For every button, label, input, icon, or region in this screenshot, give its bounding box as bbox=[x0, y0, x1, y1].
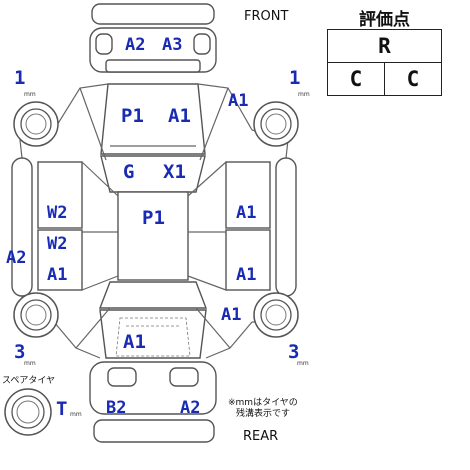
tire-front-left-value: 1 bbox=[14, 67, 25, 89]
code-right-rear-door: A1 bbox=[236, 265, 256, 285]
tire-front-right-value: 1 bbox=[289, 67, 300, 89]
spare-tire-unit: mm bbox=[70, 411, 82, 418]
spare-tire-icon bbox=[4, 388, 52, 436]
windshield-panel bbox=[100, 155, 206, 193]
code-trunk: A1 bbox=[123, 331, 146, 353]
exterior-grade: C bbox=[384, 62, 442, 96]
tire-rear-left-value: 3 bbox=[14, 341, 25, 363]
tire-front-right-icon bbox=[253, 101, 299, 147]
right-door-d-line bbox=[187, 275, 227, 291]
code-left-front-door: W2 bbox=[47, 203, 67, 223]
right-door-c-line bbox=[187, 161, 227, 197]
tire-rear-right-unit: mm bbox=[297, 360, 309, 367]
front-grille bbox=[105, 59, 201, 73]
tire-front-left-unit: mm bbox=[24, 91, 36, 98]
left-rocker-strip bbox=[11, 157, 33, 297]
rear-left-lamp bbox=[107, 367, 137, 387]
overall-grade: R bbox=[327, 29, 442, 63]
left-a-pillar-line bbox=[79, 87, 107, 161]
front-top-strip bbox=[91, 3, 215, 25]
front-left-lamp bbox=[95, 33, 113, 55]
trunk-dashed-outline bbox=[115, 317, 191, 357]
hood-panel bbox=[100, 83, 206, 155]
left-door-c-line bbox=[81, 161, 119, 197]
rating-table: R C C bbox=[327, 29, 442, 96]
code-right-rear-fender: A1 bbox=[221, 305, 241, 325]
tire-rear-right-icon bbox=[253, 292, 299, 338]
rear-label: REAR bbox=[243, 429, 278, 444]
roof-panel bbox=[117, 191, 189, 281]
code-front-bumper-2: A3 bbox=[162, 35, 182, 55]
code-windshield: G bbox=[123, 161, 134, 183]
code-right-front-door: A1 bbox=[236, 203, 256, 223]
mm-note-line-1: ※mmはタイヤの bbox=[228, 397, 298, 408]
left-door-d-line bbox=[81, 275, 119, 291]
code-cowl: X1 bbox=[163, 161, 186, 183]
tire-front-right-unit: mm bbox=[298, 91, 310, 98]
tire-rear-left-unit: mm bbox=[24, 360, 36, 367]
rear-bottom-strip bbox=[93, 419, 215, 443]
rear-right-lamp bbox=[169, 367, 199, 387]
spare-tire-value: T bbox=[56, 398, 67, 420]
code-left-rear-door-1: W2 bbox=[47, 234, 67, 254]
left-rear-door bbox=[37, 229, 83, 291]
code-hood-1: P1 bbox=[121, 105, 144, 127]
front-label: FRONT bbox=[244, 9, 288, 24]
code-front-bumper-1: A2 bbox=[125, 35, 145, 55]
code-left-rocker: A2 bbox=[6, 248, 26, 268]
spare-tire-label: スペアタイヤ bbox=[2, 375, 55, 386]
code-front-right-fender: A1 bbox=[228, 91, 248, 111]
right-front-door bbox=[225, 161, 271, 229]
interior-grade: C bbox=[327, 62, 385, 96]
right-rocker-strip bbox=[275, 157, 297, 297]
front-right-lamp bbox=[193, 33, 211, 55]
right-a-pillar-line bbox=[199, 87, 229, 161]
code-hood-2: A1 bbox=[168, 105, 191, 127]
code-left-rear-door-2: A1 bbox=[47, 265, 67, 285]
code-rear-bumper-2: A2 bbox=[180, 398, 200, 418]
tire-rear-left-icon bbox=[13, 292, 59, 338]
mm-note-line-2: 残溝表示です bbox=[236, 407, 290, 419]
tire-rear-right-value: 3 bbox=[288, 341, 299, 363]
trunk-panel bbox=[99, 309, 207, 359]
rating-title: 評価点 bbox=[359, 10, 410, 30]
rear-glass-panel bbox=[98, 281, 208, 309]
left-front-door bbox=[37, 161, 83, 229]
right-rear-door bbox=[225, 229, 271, 291]
code-roof: P1 bbox=[142, 207, 165, 229]
code-rear-bumper-1: B2 bbox=[106, 398, 126, 418]
tire-front-left-icon bbox=[13, 101, 59, 147]
